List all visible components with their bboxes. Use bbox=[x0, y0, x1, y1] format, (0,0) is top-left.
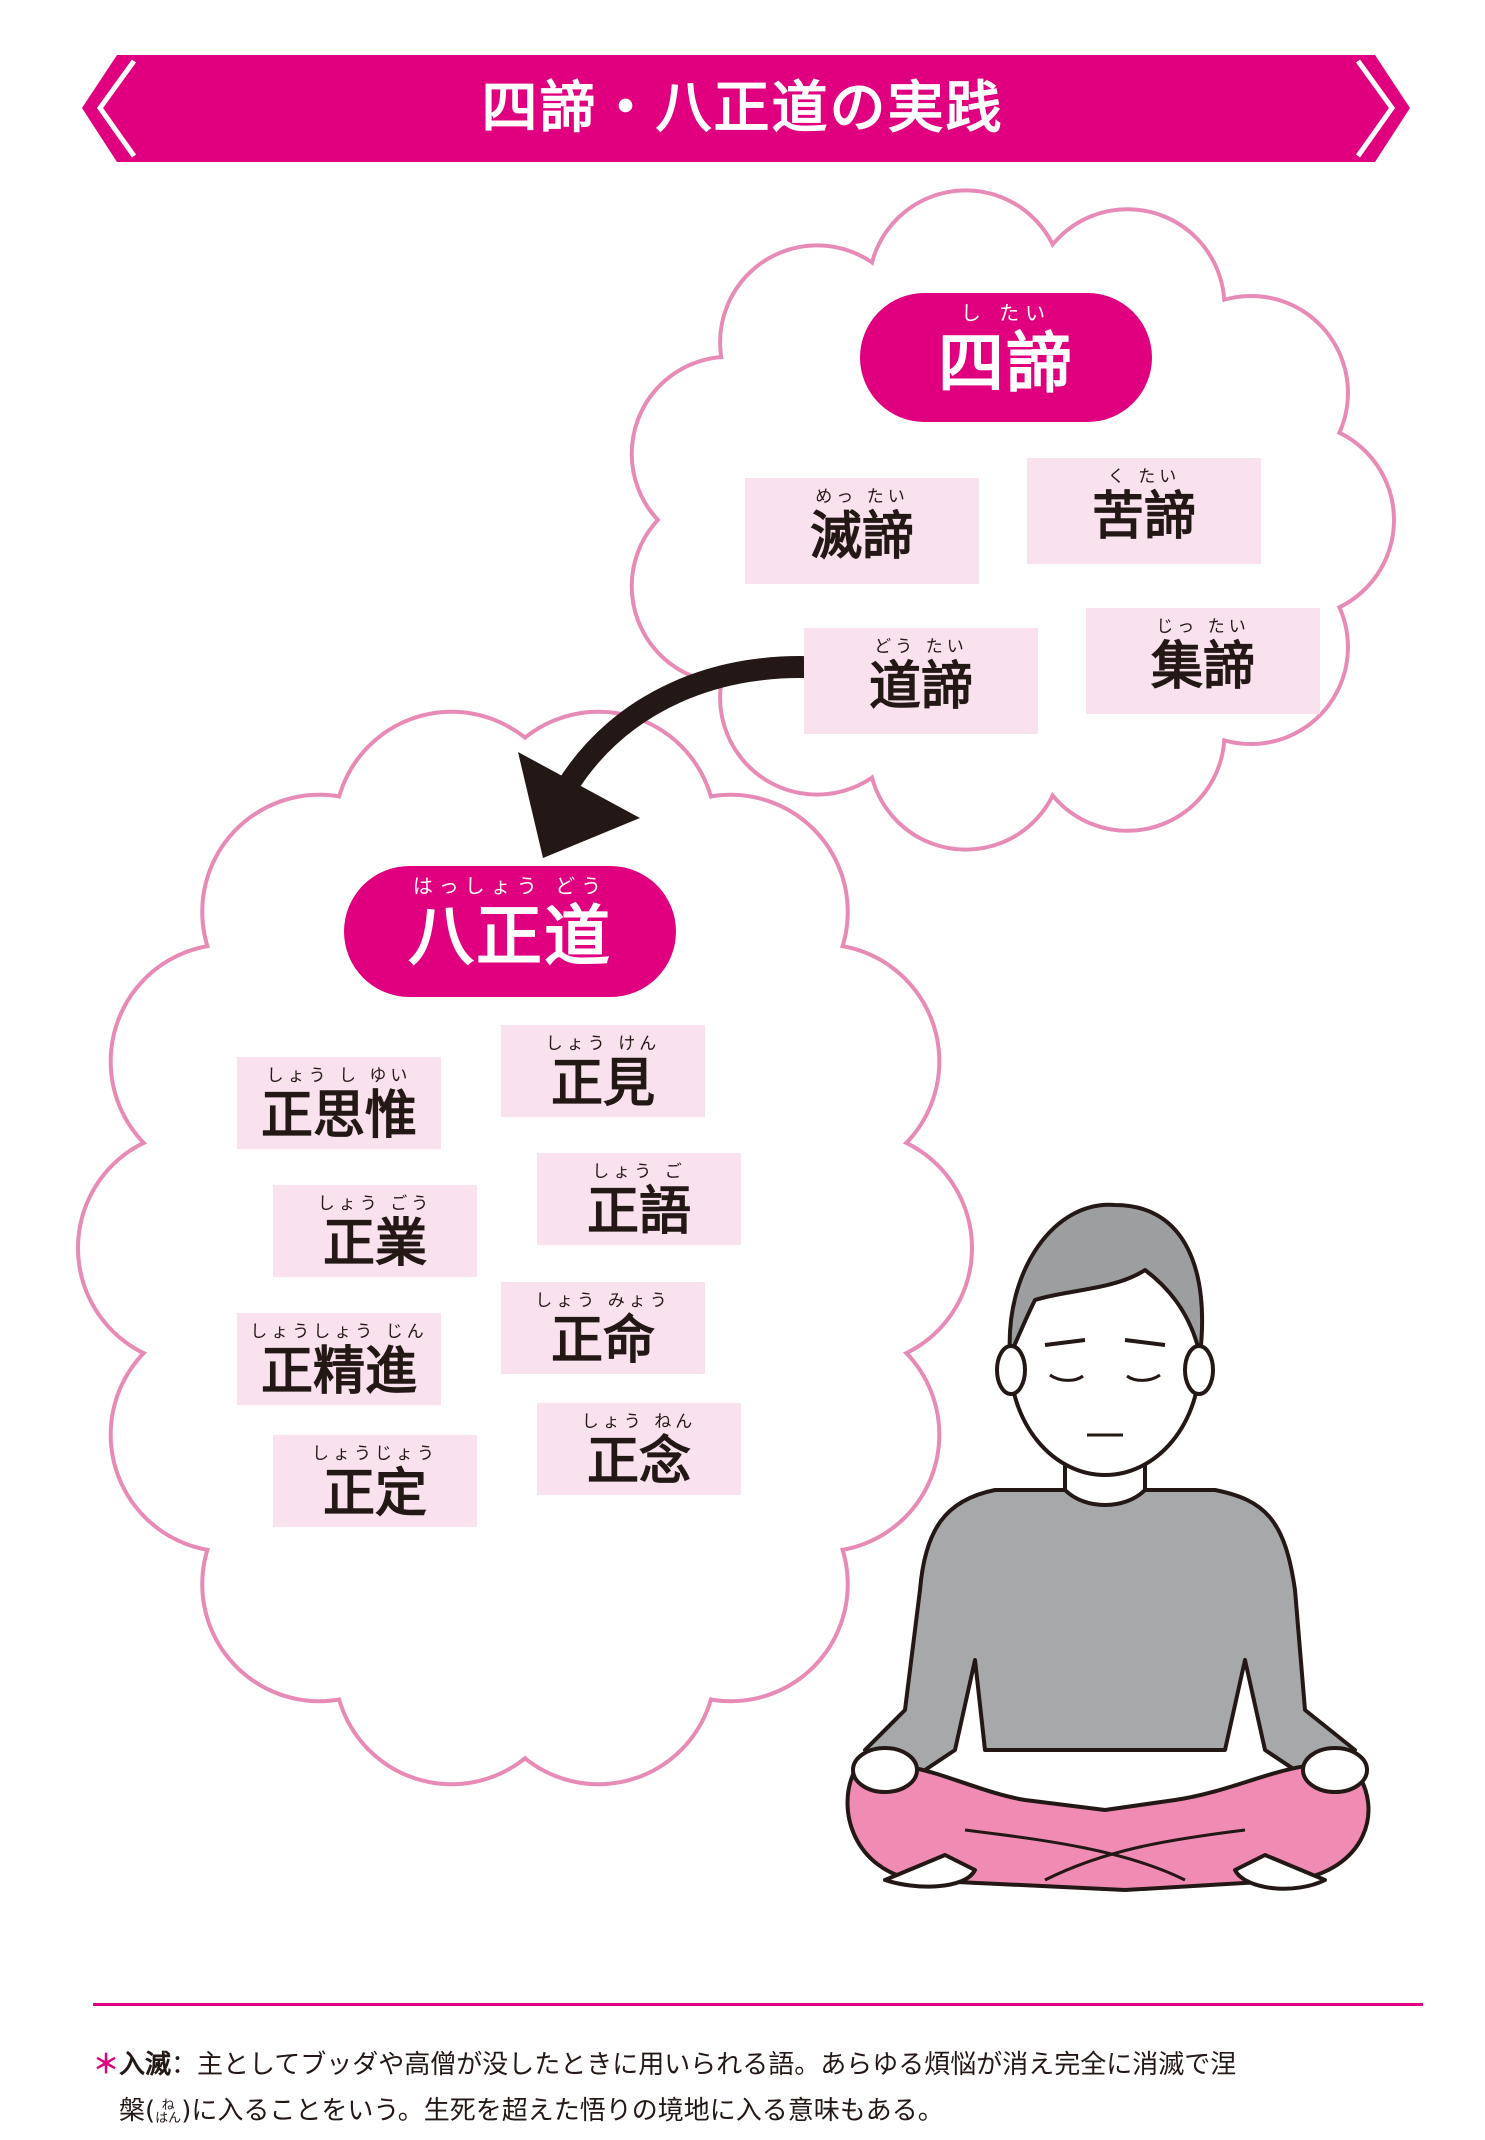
path-label: 正業 bbox=[322, 1214, 427, 1274]
furigana: しょう けん bbox=[545, 1034, 661, 1054]
furigana: しょう みょう bbox=[535, 1291, 671, 1311]
furigana: しょう し ゆい bbox=[266, 1066, 412, 1086]
four-truths-heading: し たい 四諦 bbox=[860, 293, 1152, 422]
path-label: 正定 bbox=[322, 1464, 427, 1524]
furigana: しょうしょう じん bbox=[250, 1322, 428, 1342]
path-box: しょう けん 正見 bbox=[501, 1025, 705, 1117]
path-box: しょう ごう 正業 bbox=[273, 1185, 477, 1277]
furigana: しょう ごう bbox=[317, 1194, 433, 1214]
divider bbox=[93, 2003, 1423, 2006]
path-label: 正思惟 bbox=[260, 1086, 417, 1146]
truth-label: 集諦 bbox=[1150, 637, 1255, 697]
path-label: 正精進 bbox=[260, 1342, 417, 1402]
furigana: しょう ねん bbox=[581, 1412, 697, 1432]
truth-box: どう たい 道諦 bbox=[804, 628, 1038, 734]
ruby-annotation: ねはん bbox=[155, 2099, 181, 2125]
furigana: めっ たい bbox=[815, 487, 909, 507]
truth-label: 苦諦 bbox=[1091, 487, 1196, 547]
heading-label: 八正道 bbox=[408, 898, 612, 975]
truth-box: く たい 苦諦 bbox=[1027, 458, 1261, 564]
path-label: 正見 bbox=[550, 1054, 655, 1114]
path-label: 正念 bbox=[586, 1432, 691, 1492]
furigana: はっしょう どう bbox=[412, 874, 608, 898]
meditating-person-illustration bbox=[845, 1202, 1371, 1892]
truth-label: 道諦 bbox=[868, 657, 973, 717]
ruby-top: ね bbox=[161, 2097, 175, 2113]
path-box: しょう ねん 正念 bbox=[537, 1403, 741, 1495]
path-box: しょう みょう 正命 bbox=[501, 1282, 705, 1374]
asterisk-icon: ＊ bbox=[93, 2050, 120, 2080]
furigana: どう たい bbox=[874, 637, 968, 657]
arrow-icon bbox=[518, 656, 827, 858]
truth-label: 滅諦 bbox=[809, 507, 914, 567]
page-title: 四諦・八正道の実践 bbox=[481, 76, 1004, 141]
heading-label: 四諦 bbox=[938, 325, 1074, 402]
path-box: しょうじょう 正定 bbox=[273, 1435, 477, 1527]
path-label: 正命 bbox=[550, 1311, 655, 1371]
path-box: しょう ご 正語 bbox=[537, 1153, 741, 1245]
furigana: し たい bbox=[960, 301, 1052, 325]
furigana: じっ たい bbox=[1156, 617, 1250, 637]
footnote-text: に入ることをいう。生死を超えた悟りの境地に入る意味もある。 bbox=[191, 2096, 944, 2126]
footnote-term: 入滅 bbox=[119, 2050, 172, 2080]
title-banner bbox=[82, 55, 1410, 162]
furigana: しょうじょう bbox=[312, 1444, 438, 1464]
ruby-bottom: はん bbox=[155, 2110, 182, 2126]
truth-box: めっ たい 滅諦 bbox=[745, 478, 979, 584]
furigana: く たい bbox=[1107, 467, 1181, 487]
eightfold-path-heading: はっしょう どう 八正道 bbox=[344, 866, 676, 997]
footnote-text: ：主としてブッダや高僧が没したときに用いられる語。あらゆる煩悩が消え完全に消滅で… bbox=[171, 2050, 1237, 2080]
furigana: しょう ご bbox=[592, 1162, 686, 1182]
footnote: ＊入滅：主としてブッダや高僧が没したときに用いられる語。あらゆる煩悩が消え完全に… bbox=[93, 2050, 1237, 2126]
path-box: しょうしょう じん 正精進 bbox=[237, 1313, 441, 1405]
truth-box: じっ たい 集諦 bbox=[1086, 608, 1320, 714]
footnote-text: 槃 bbox=[119, 2096, 146, 2126]
path-box: しょう し ゆい 正思惟 bbox=[237, 1057, 441, 1149]
path-label: 正語 bbox=[586, 1182, 691, 1242]
